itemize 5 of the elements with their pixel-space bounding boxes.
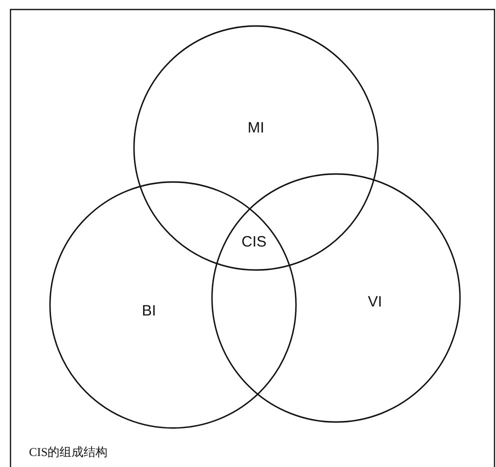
caption: CIS的组成结构 [29,444,108,461]
overlap-label: CIS [242,234,266,250]
circle-label: BI [142,302,156,320]
circle-label: VI [368,294,382,310]
circle-label: MI [248,120,264,136]
